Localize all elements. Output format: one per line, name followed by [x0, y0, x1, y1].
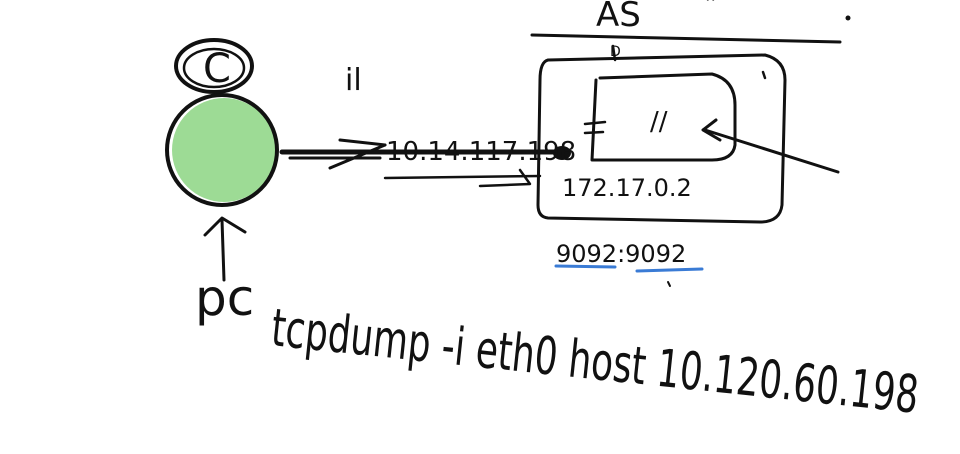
pc-green-fill: [172, 98, 276, 202]
server-as: AS D // 172.17.0.2: [530, 0, 842, 224]
container-ip-label: 172.17.0.2: [562, 174, 692, 202]
tcpdump-command: tcpdump -i eth0 host 10.120.60.198: [269, 298, 922, 426]
dot-top-right: [845, 15, 851, 21]
connection-endpoint-dot: [553, 146, 571, 160]
pc-label: pc: [195, 269, 254, 327]
container-box: [590, 72, 737, 162]
server-top-mark: D: [610, 44, 621, 60]
mark-pair-left: il: [345, 63, 362, 98]
server-outer-box: [536, 53, 787, 224]
pc-head-ellipse-inner: [182, 47, 246, 89]
mark-pair-inner: //: [650, 107, 668, 137]
server-label: AS: [596, 0, 641, 35]
pc-outline: [165, 93, 279, 207]
port-mapping-label: 9092:9092: [556, 240, 686, 268]
underline-pc-ip: [383, 174, 542, 180]
port-mapping-underline-right: [635, 267, 704, 273]
pc-pointer-arrow: [203, 216, 247, 282]
pc-head-ellipse: [174, 38, 254, 94]
external-arrow: [701, 118, 840, 174]
pc-head-letter: C: [203, 46, 231, 92]
pc-ip-label: 10.14.117.198: [386, 137, 576, 167]
connection-arrow: [279, 138, 571, 170]
pc-node: C: [165, 38, 279, 207]
return-line: [478, 168, 532, 188]
port-mapping-underline-left: [554, 264, 617, 269]
mark-top-right: '': [705, 0, 716, 15]
